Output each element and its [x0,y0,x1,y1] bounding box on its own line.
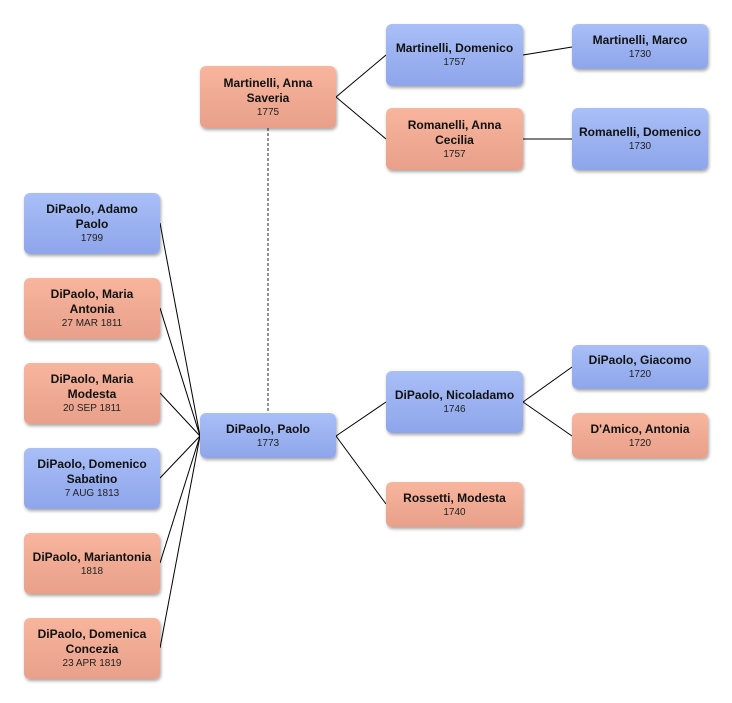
person-date: 1740 [443,506,466,518]
person-name: Romanelli, Domenico [578,125,702,139]
person-name: Martinelli, Domenico [395,41,514,55]
person-date: 1746 [443,404,466,415]
child-connector [159,307,201,437]
person-name: Romanelli, Anna Cecilia [407,117,502,147]
person-card-romanelli-anna-cecilia[interactable]: Romanelli, Anna Cecilia 1757 [386,108,523,170]
person-date: 1799 [80,233,104,244]
person-name: Martinelli, Marco [592,32,688,47]
person-name: DiPaolo, Maria Modesta [50,372,134,401]
person-date: 1775 [256,106,280,118]
person-date: 1730 [628,48,652,60]
parent-connector [522,401,573,437]
parent-connector [335,96,387,140]
child-connector [159,435,201,649]
person-card-dipaolo-paolo[interactable]: DiPaolo, Paolo 1773 [200,413,336,458]
person-name: DiPaolo, Paolo [225,421,310,436]
person-card-dipaolo-nicoladamo[interactable]: DiPaolo, Nicoladamo 1746 [386,371,523,433]
person-name: Rossetti, Modesta [403,490,506,505]
person-card-damico-antonia[interactable]: D'Amico, Antonia 1720 [572,413,708,458]
person-name: D'Amico, Antonia [590,421,690,436]
person-card-child-domenico-sabatino[interactable]: DiPaolo, Domenico Sabatino 7 AUG 1813 [24,448,160,509]
parent-connector [335,435,387,505]
person-name: DiPaolo, Maria Antonia [50,287,134,316]
person-card-child-domenica-concezia[interactable]: DiPaolo, Domenica Concezia 23 APR 1819 [24,618,160,679]
child-connector [159,435,201,479]
person-card-martinelli-domenico[interactable]: Martinelli, Domenico 1757 [386,24,523,86]
person-name: DiPaolo, Domenico Sabatino [37,457,147,486]
person-card-dipaolo-giacomo[interactable]: DiPaolo, Giacomo 1720 [572,345,708,389]
person-card-romanelli-domenico[interactable]: Romanelli, Domenico 1730 [572,108,708,170]
person-date: 1730 [628,141,652,152]
person-card-martinelli-anna-saveria[interactable]: Martinelli, Anna Saveria 1775 [200,66,336,128]
person-date: 23 APR 1819 [62,658,122,669]
person-date: 1818 [80,565,104,577]
person-card-child-maria-antonia[interactable]: DiPaolo, Maria Antonia 27 MAR 1811 [24,278,160,339]
child-connector [159,435,201,564]
child-connector [159,392,201,437]
person-name: Martinelli, Anna Saveria [223,75,313,105]
person-name: DiPaolo, Nicoladamo [394,388,515,402]
parent-connector [522,46,573,56]
person-date: 1720 [628,437,652,449]
person-date: 7 AUG 1813 [64,488,120,499]
parent-connector [522,366,573,403]
person-card-rossetti-modesta[interactable]: Rossetti, Modesta 1740 [386,482,523,527]
person-date: 1757 [443,57,466,68]
person-date: 20 SEP 1811 [62,403,121,414]
person-date: 1773 [256,437,280,449]
child-connector [159,222,201,437]
parent-connector [335,401,387,437]
person-card-child-maria-modesta[interactable]: DiPaolo, Maria Modesta 20 SEP 1811 [24,363,160,424]
person-name: DiPaolo, Giacomo [588,353,692,367]
person-card-child-mariantonia[interactable]: DiPaolo, Mariantonia 1818 [24,533,160,594]
person-date: 1757 [443,148,466,160]
person-name: DiPaolo, Mariantonia [32,549,152,564]
person-date: 27 MAR 1811 [61,318,123,329]
parent-connector [335,54,387,98]
person-date: 1720 [628,369,652,380]
person-name: DiPaolo, Adamo Paolo [46,202,138,231]
person-card-child-adamo-paolo[interactable]: DiPaolo, Adamo Paolo 1799 [24,193,160,254]
person-name: DiPaolo, Domenica Concezia [37,627,147,656]
person-card-martinelli-marco[interactable]: Martinelli, Marco 1730 [572,24,708,69]
